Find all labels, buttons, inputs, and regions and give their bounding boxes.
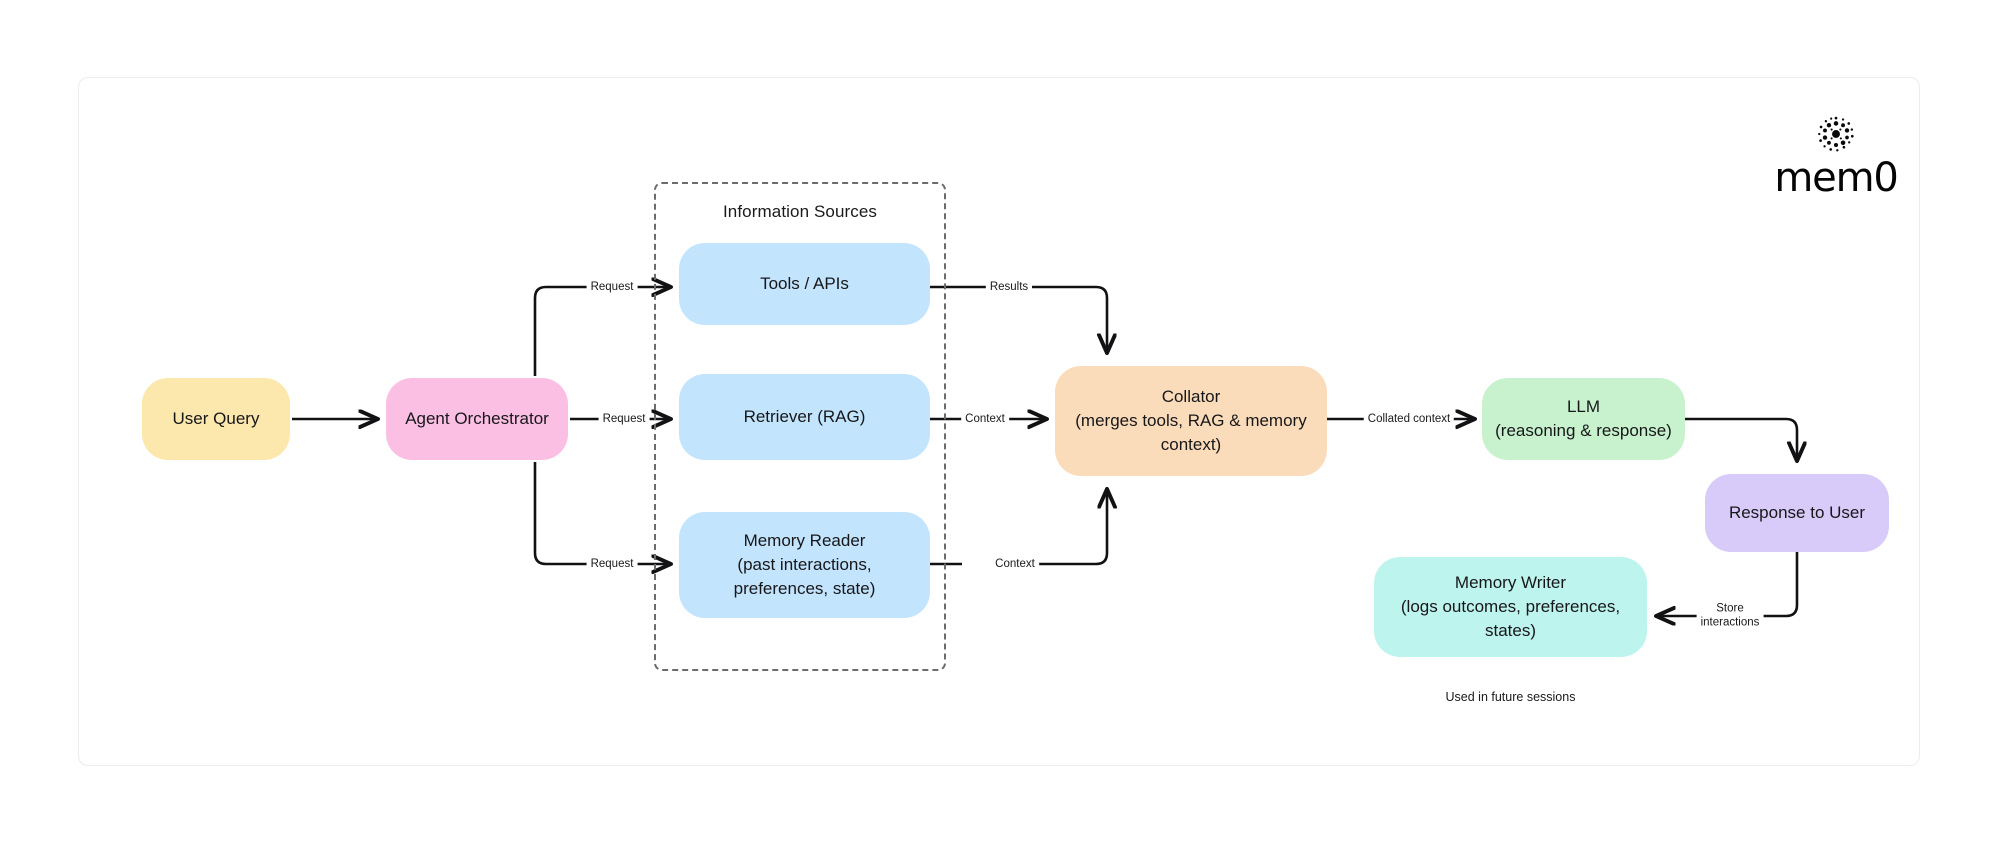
- edge-label-retriever-to-collator: Context: [961, 411, 1009, 427]
- edge-label-memory-reader-to-collator: Context: [991, 556, 1039, 572]
- node-response-to-user-label: Response to User: [1728, 502, 1866, 522]
- node-collator[interactable]: Collator (merges tools, RAG & memory con…: [1055, 366, 1327, 476]
- node-llm[interactable]: LLM (reasoning & response): [1482, 378, 1685, 460]
- edge-label-tools-to-collator: Results: [985, 279, 1033, 295]
- node-memory-writer-label: Memory Writer (logs outcomes, preference…: [1400, 572, 1621, 641]
- node-tools-apis[interactable]: Tools / APIs: [679, 243, 930, 325]
- edge-label-orchestrator-to-retriever: Request: [598, 411, 650, 427]
- node-agent-orchestrator-label: Agent Orchestrator: [405, 408, 549, 428]
- edge-label-orchestrator-to-tools: Request: [586, 279, 638, 295]
- node-retriever-rag-label: Retriever (RAG): [743, 406, 866, 426]
- node-tools-apis-label: Tools / APIs: [760, 273, 849, 293]
- node-agent-orchestrator[interactable]: Agent Orchestrator: [386, 378, 568, 460]
- edge-label-collator-to-llm: Collated context: [1363, 411, 1455, 427]
- node-collator-label: Collator (merges tools, RAG & memory con…: [1075, 386, 1307, 455]
- annotation-used-in-future-sessions: Used in future sessions: [1445, 690, 1576, 704]
- edge-label-response-to-memory-writer: Store interactions: [1696, 601, 1764, 631]
- node-memory-writer[interactable]: Memory Writer (logs outcomes, preference…: [1374, 557, 1647, 657]
- node-memory-reader[interactable]: Memory Reader (past interactions, prefer…: [679, 512, 930, 618]
- mem0-logo: mem0: [1774, 112, 1899, 202]
- node-llm-label: LLM (reasoning & response): [1495, 396, 1672, 440]
- node-memory-reader-label: Memory Reader (past interactions, prefer…: [733, 530, 876, 599]
- mem0-wordmark: mem0: [1774, 155, 1898, 201]
- node-user-query[interactable]: User Query: [142, 378, 290, 460]
- node-retriever-rag[interactable]: Retriever (RAG): [679, 374, 930, 460]
- group-information-sources: Information Sources: [654, 182, 946, 671]
- node-response-to-user[interactable]: Response to User: [1705, 474, 1889, 552]
- node-user-query-label: User Query: [172, 408, 260, 428]
- mem0-dot-cluster-icon: [1818, 116, 1854, 152]
- edge-label-orchestrator-to-memory-reader: Request: [586, 556, 638, 572]
- group-title: Information Sources: [722, 202, 878, 221]
